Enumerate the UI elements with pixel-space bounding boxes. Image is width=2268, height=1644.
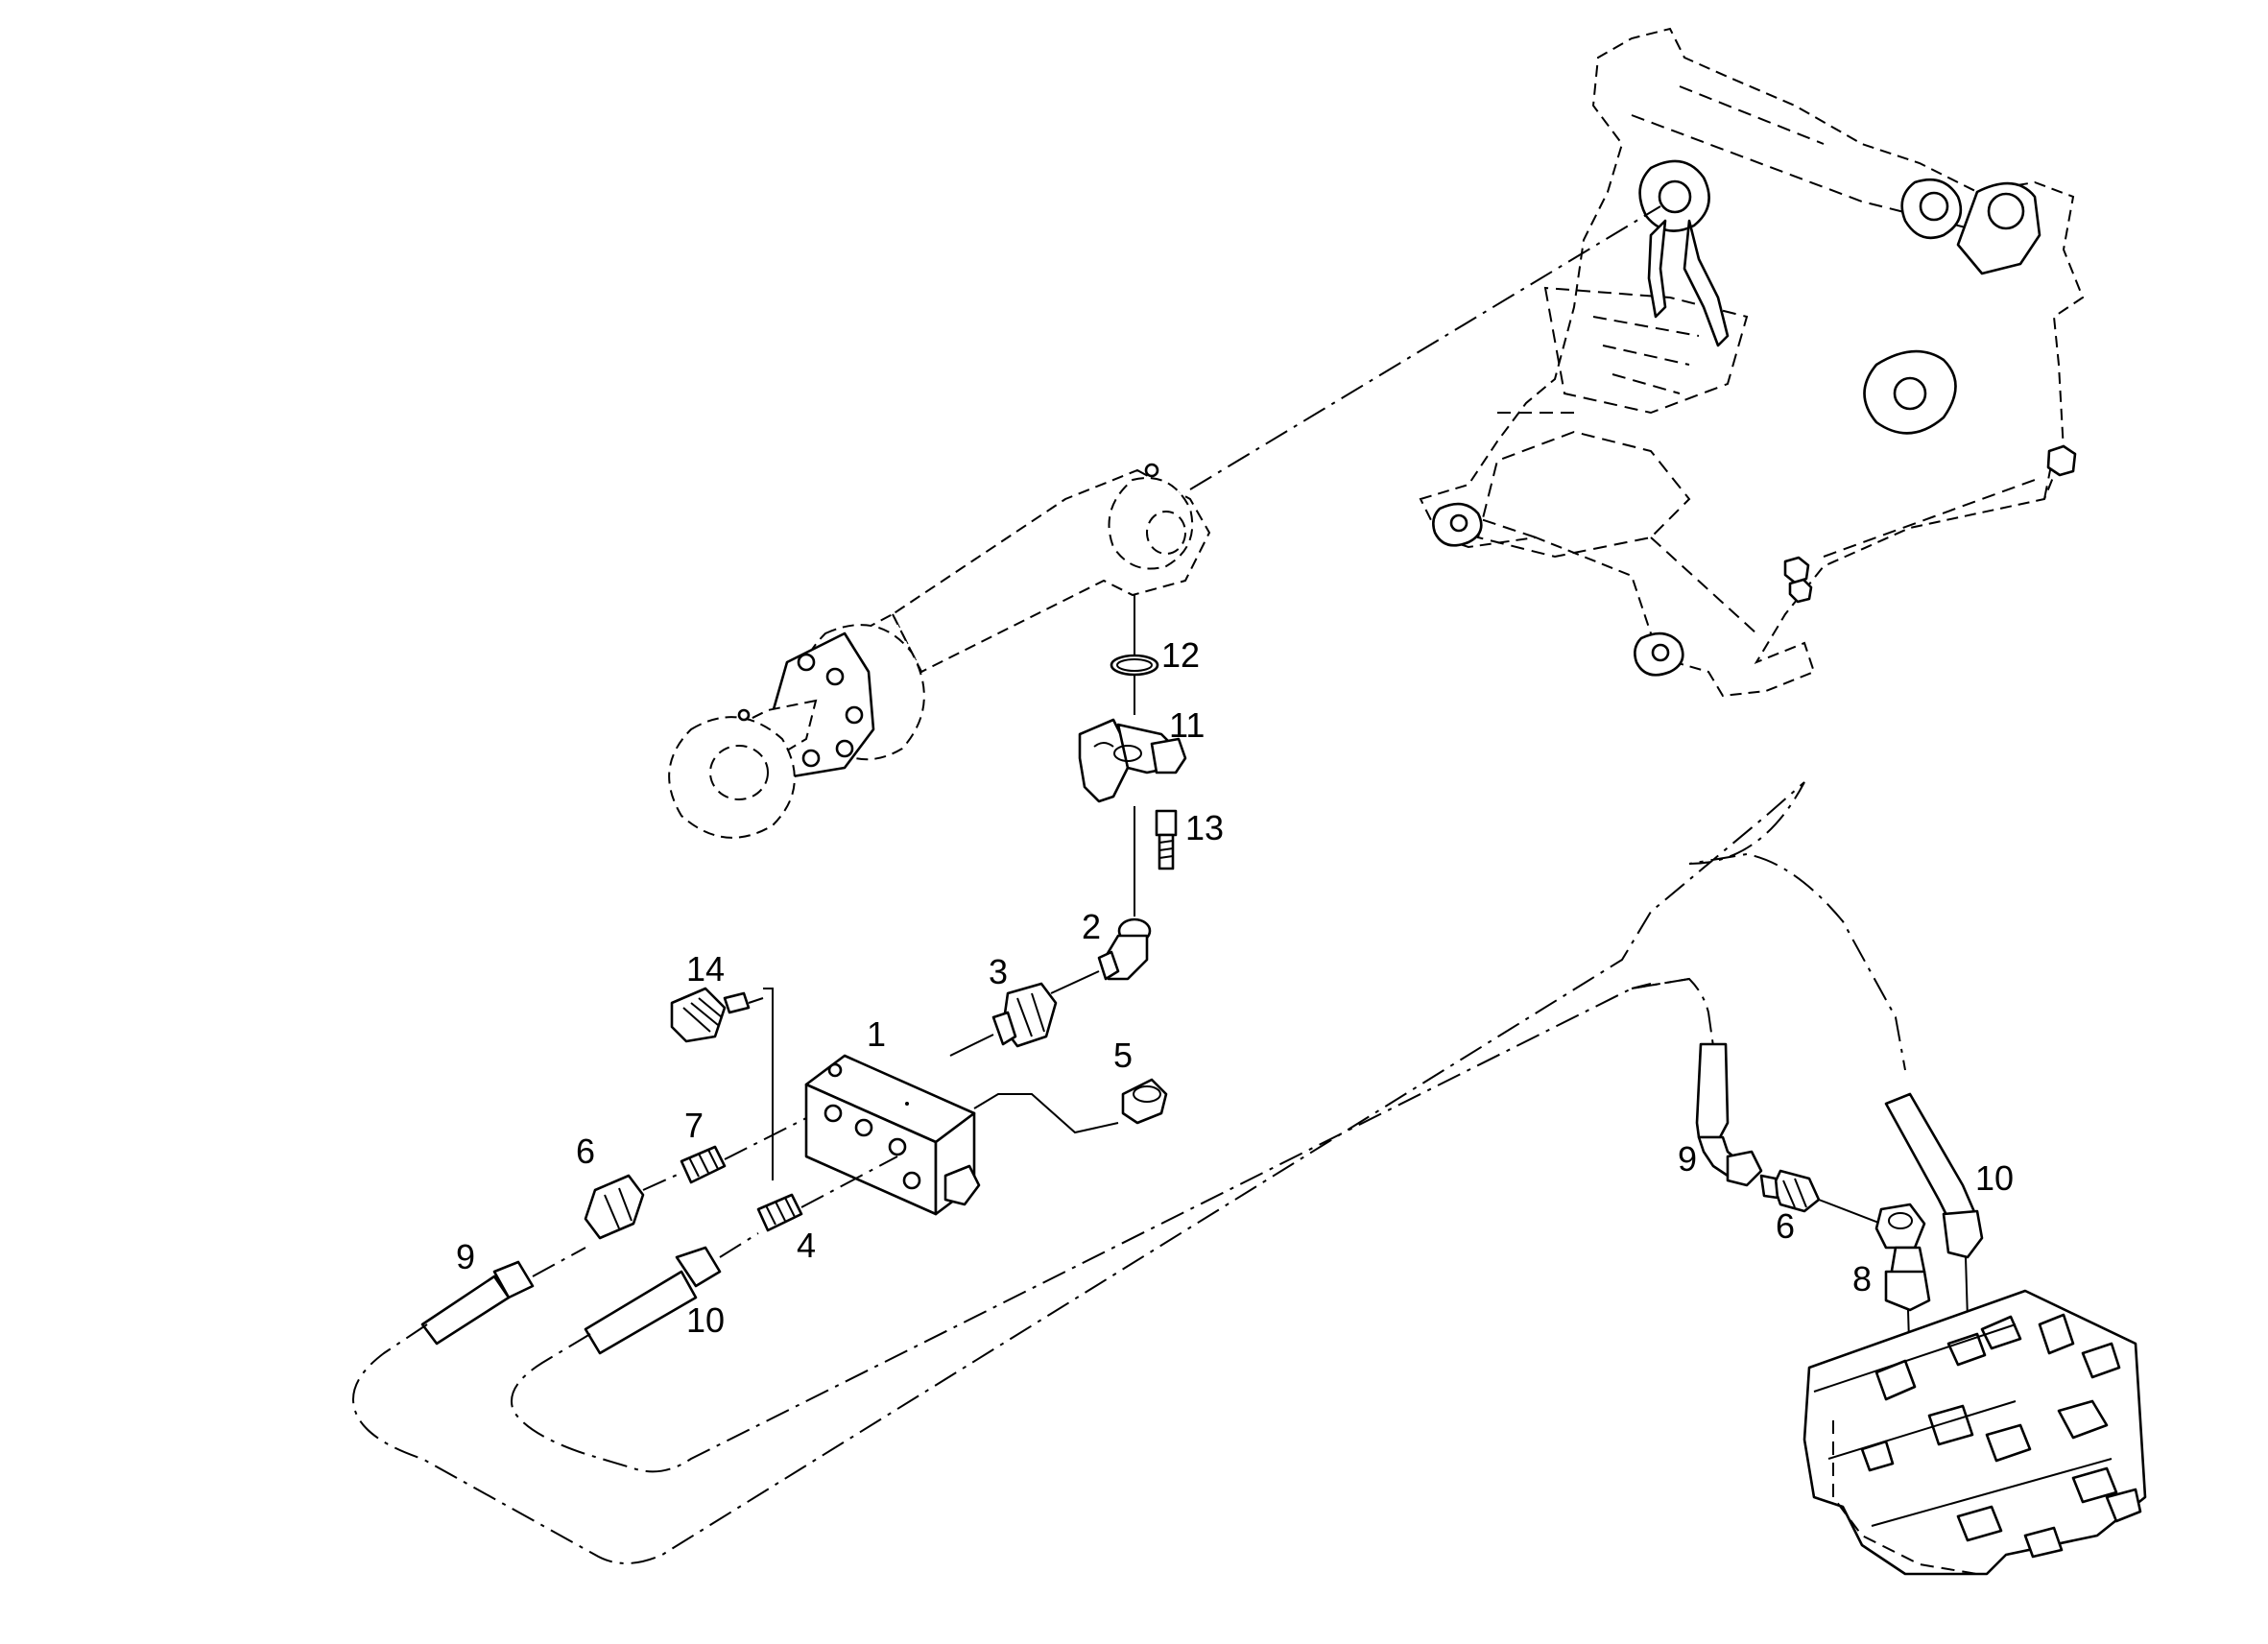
cap-screw: [1155, 809, 1178, 870]
callout-5: 5: [1113, 1036, 1133, 1075]
callout-6-right: 6: [1776, 1206, 1795, 1246]
hose-line: [949, 1034, 994, 1057]
hose-end: [1695, 1042, 1763, 1187]
callout-4: 4: [797, 1226, 816, 1265]
o-ring: [1110, 654, 1159, 677]
hose-routing-inner: [511, 977, 1714, 1473]
hose-end: [584, 1246, 722, 1355]
callout-7: 7: [684, 1106, 704, 1145]
callout-9: 9: [456, 1237, 475, 1276]
plug: [1121, 1078, 1168, 1125]
callout-9-right: 9: [1678, 1139, 1697, 1179]
callout-12: 12: [1161, 635, 1200, 675]
leader-line: [748, 997, 764, 1004]
callout-13: 13: [1185, 808, 1224, 847]
elbow-fitting: [1874, 1203, 1931, 1312]
callout-2: 2: [1082, 907, 1101, 946]
valve-block: [804, 1054, 981, 1216]
callout-8: 8: [1852, 1259, 1872, 1299]
swivel-nut: [584, 1174, 645, 1240]
callout-1: 1: [867, 1014, 886, 1054]
hose-line: [1818, 1199, 1882, 1225]
hose-end: [420, 1260, 535, 1346]
flow-line: [719, 1232, 759, 1258]
hose-end: [1884, 1092, 1984, 1259]
callout-6: 6: [576, 1132, 595, 1171]
callout-10-right: 10: [1975, 1158, 2014, 1198]
callout-3: 3: [989, 952, 1008, 991]
hose-routing-outer: [352, 781, 1906, 1564]
leader-line: [973, 1093, 1119, 1134]
flow-line: [724, 1117, 807, 1160]
pivot-axis-line: [1189, 205, 1661, 490]
leader-line: [763, 988, 774, 1180]
test-coupling: [670, 987, 751, 1043]
adapter-fitting: [680, 1145, 727, 1184]
elbow-fitting: [1097, 917, 1152, 981]
hydraulic-cylinder: [668, 463, 1211, 839]
straight-fitting: [991, 982, 1058, 1048]
callout-14: 14: [686, 949, 725, 989]
control-valve-bank: [1802, 1289, 2147, 1576]
flow-line: [642, 1172, 682, 1191]
adapter-fitting: [756, 1193, 803, 1232]
callout-11: 11: [1169, 705, 1205, 745]
swivel-nut: [1759, 1169, 1821, 1213]
flange-clamp: [1078, 718, 1187, 803]
flow-line: [800, 1156, 898, 1208]
callout-10: 10: [686, 1300, 725, 1340]
flow-line: [532, 1247, 586, 1277]
hose-routing-upper: [1631, 978, 1690, 989]
loader-frame-assembly: [1419, 27, 2085, 698]
hose-line: [1050, 970, 1100, 994]
